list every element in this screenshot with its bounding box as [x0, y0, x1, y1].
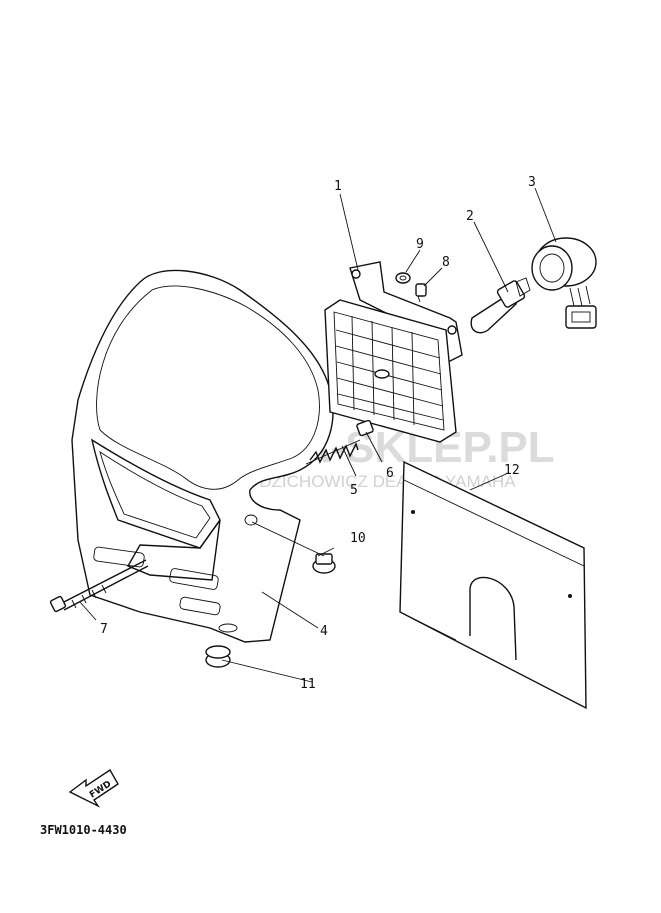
grommet-part-11 — [205, 645, 231, 668]
fwd-arrow-icon: FWD — [68, 769, 119, 808]
part-label-7: 7 — [100, 622, 108, 637]
leader-lines — [79, 187, 557, 683]
part-label-11: 11 — [300, 677, 316, 692]
part-label-9: 9 — [416, 237, 424, 252]
part-label-6: 6 — [386, 466, 394, 481]
part-label-2: 2 — [466, 209, 474, 224]
washer-part-9 — [395, 272, 411, 284]
part-label-1: 1 — [334, 179, 342, 194]
number-sheet-part-12 — [399, 460, 587, 710]
bulb-part-2 — [470, 277, 531, 334]
part-label-8: 8 — [442, 255, 450, 270]
headlight-cover-part-4 — [71, 269, 334, 643]
part-label-12: 12 — [504, 463, 520, 478]
screw-part-8 — [415, 283, 427, 303]
headlight-unit-part-1 — [324, 261, 463, 443]
part-label-3: 3 — [528, 175, 536, 190]
socket-part-3 — [531, 237, 597, 329]
spring-part-5 — [305, 439, 361, 465]
bolt-part-7 — [49, 559, 149, 613]
screw-part-10 — [312, 553, 336, 574]
part-label-4: 4 — [320, 624, 328, 639]
diagram-code: 3FW1010-4430 — [40, 823, 127, 837]
part-label-5: 5 — [350, 483, 358, 498]
part-label-10: 10 — [350, 531, 366, 546]
